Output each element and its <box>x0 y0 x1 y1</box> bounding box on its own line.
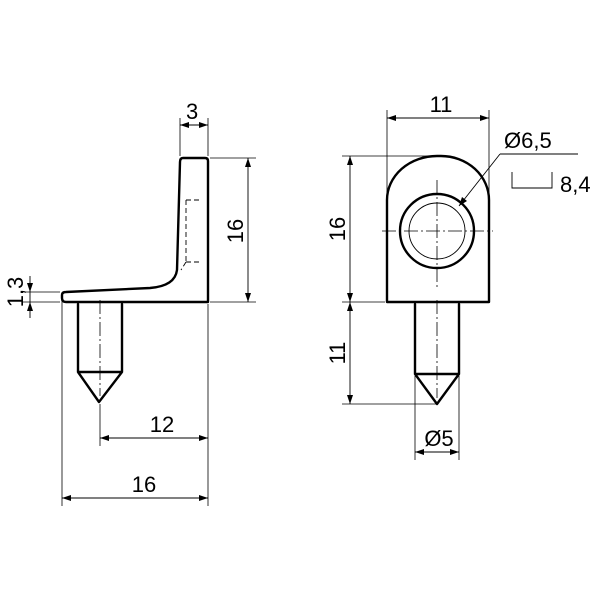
arrow-front-height-bottom <box>347 293 353 302</box>
arrow-front-height-top <box>347 156 353 165</box>
arrow-top-right <box>199 122 208 128</box>
arrow-front-pin-top <box>347 302 353 311</box>
arrow-16-right <box>199 495 208 501</box>
arrow-12-left <box>100 435 109 441</box>
counterbore-symbol <box>511 172 553 189</box>
dim-text-16-front: 16 <box>325 217 350 241</box>
bracket-side-outline <box>60 156 210 304</box>
arrow-pin-left <box>415 449 424 455</box>
arrow-top-left <box>180 122 189 128</box>
dim-text-11-side: 11 <box>325 342 350 365</box>
bracket-front-outline <box>385 154 491 304</box>
arrow-height-bottom <box>245 293 251 302</box>
dim-text-depth: 8,4 <box>560 172 591 197</box>
dim-text-16-side: 16 <box>223 219 248 243</box>
arrow-16-left <box>62 495 71 501</box>
arrow-pin-right <box>450 449 459 455</box>
dim-text-1-3: 1,3 <box>3 277 28 308</box>
dim-text-16-bottom: 16 <box>132 472 156 497</box>
dim-text-pin-dia: Ø5 <box>424 426 453 451</box>
front-view: 11 Ø6,5 8,4 16 11 Ø5 <box>325 92 591 460</box>
arrow-thick-bottom <box>27 302 33 311</box>
dim-text-11-top: 11 <box>430 92 453 117</box>
hidden-recess <box>180 199 200 271</box>
arrow-front-pin-bottom <box>347 395 353 404</box>
side-view: 3 16 1,3 12 16 <box>3 99 256 506</box>
dim-text-12: 12 <box>150 412 174 437</box>
leader-hole <box>458 153 501 207</box>
arrow-width-left <box>387 115 396 121</box>
arrow-height-top <box>245 158 251 167</box>
arrow-leader-hole <box>459 197 467 206</box>
dim-text-hole-dia: Ø6,5 <box>504 128 552 153</box>
dim-text-3: 3 <box>186 99 198 124</box>
arrow-12-right <box>199 435 208 441</box>
arrow-thick-top <box>27 283 33 292</box>
arrow-width-right <box>480 115 489 121</box>
